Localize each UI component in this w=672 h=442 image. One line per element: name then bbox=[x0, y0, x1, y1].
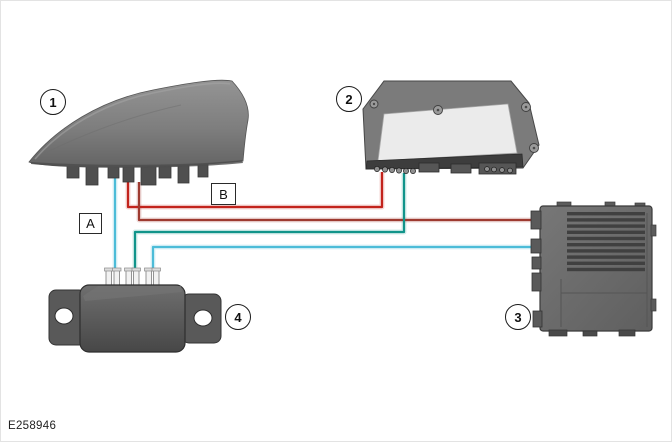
wire-cyan2-halo bbox=[150, 244, 537, 271]
module3-feet bbox=[548, 329, 636, 337]
wiring-harness bbox=[112, 172, 537, 271]
antenna-crease bbox=[44, 104, 182, 154]
module2-label-face bbox=[377, 103, 518, 162]
module4-pin-caps bbox=[104, 267, 161, 272]
module4-right-hole bbox=[193, 309, 213, 327]
callout-4-module: 4 bbox=[225, 304, 251, 330]
antenna-highlight bbox=[34, 82, 231, 160]
antenna-base-shadow bbox=[31, 160, 243, 168]
module4-illustration bbox=[48, 267, 222, 353]
module3-illustration bbox=[530, 201, 657, 337]
module4-body bbox=[79, 284, 186, 353]
module3-left-connectors bbox=[530, 210, 543, 328]
module3-right-bumps bbox=[650, 224, 657, 312]
callout-3-number: 3 bbox=[514, 309, 522, 325]
callout-3-module: 3 bbox=[505, 304, 531, 330]
wire-darkred-halo bbox=[136, 182, 537, 223]
module2-illustration bbox=[362, 80, 540, 175]
module4-top-face bbox=[83, 286, 182, 301]
connector-a-letter: A bbox=[86, 216, 95, 231]
callout-1-number: 1 bbox=[49, 94, 57, 110]
wire-b-antenna-to-module2 bbox=[126, 172, 384, 209]
connector-label-a: A bbox=[79, 213, 102, 234]
wire-module2-to-module4 bbox=[133, 173, 406, 271]
callout-4-number: 4 bbox=[234, 309, 242, 325]
figure-code: E258946 bbox=[8, 420, 57, 432]
module2-coax-ports bbox=[374, 166, 416, 174]
callout-1-antenna: 1 bbox=[40, 89, 66, 115]
antenna-illustration bbox=[28, 79, 249, 186]
module3-heatsink-fins bbox=[567, 212, 645, 272]
module2-connector-blocks bbox=[418, 162, 517, 175]
wire-module4-to-module3 bbox=[151, 245, 537, 271]
module2-block-ports bbox=[484, 166, 513, 174]
connector-label-b: B bbox=[211, 183, 236, 205]
wire-antenna-to-module3 bbox=[137, 182, 537, 222]
callout-2-module: 2 bbox=[336, 86, 362, 112]
module3-panel-lines bbox=[560, 213, 648, 327]
connector-b-letter: B bbox=[219, 186, 228, 202]
module2-screw-dots bbox=[372, 102, 536, 150]
callout-2-number: 2 bbox=[345, 91, 353, 107]
module4-left-hole bbox=[54, 307, 74, 325]
